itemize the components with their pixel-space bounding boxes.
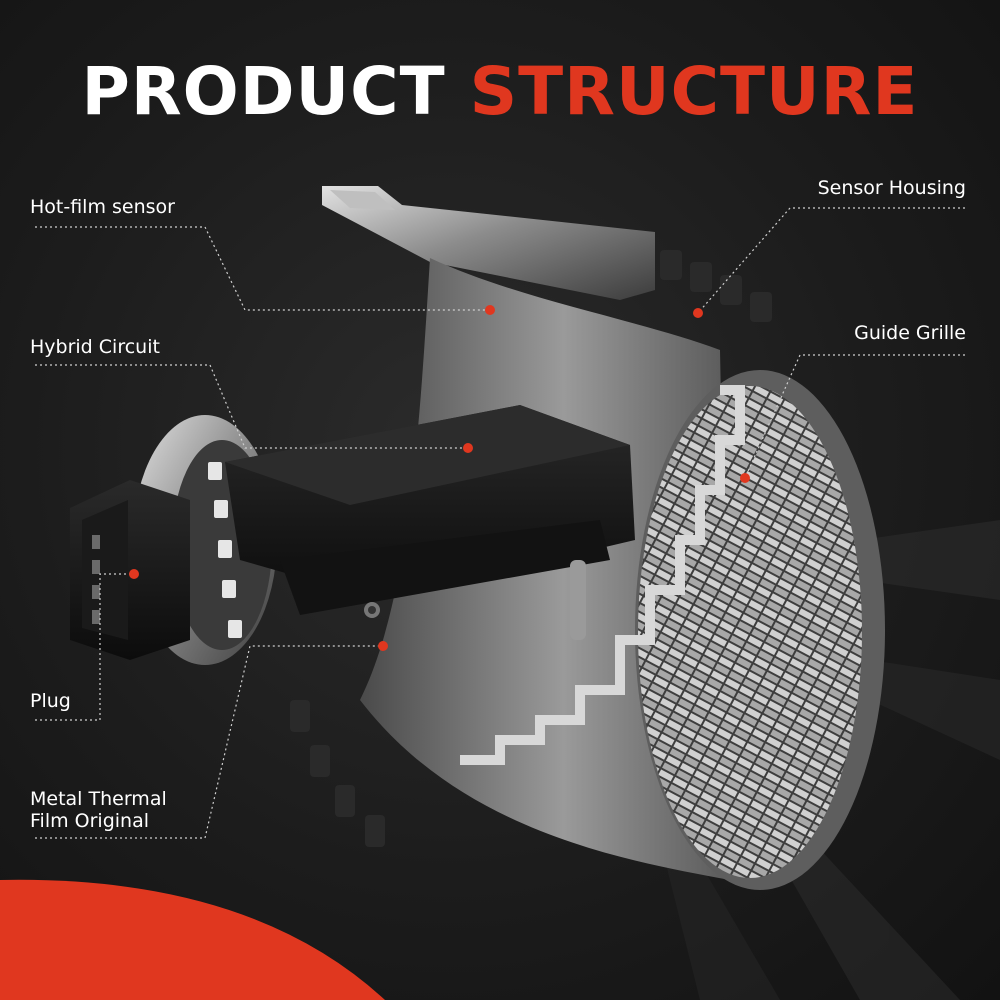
dot-guide-grille bbox=[740, 473, 750, 483]
title-word-structure: STRUCTURE bbox=[469, 53, 919, 130]
label-metal-thermal-line1: Metal Thermal bbox=[30, 788, 167, 810]
dot-metal-thermal bbox=[378, 641, 388, 651]
page-title: PRODUCT STRUCTURE bbox=[0, 52, 1000, 132]
label-plug: Plug bbox=[30, 690, 71, 712]
label-hybrid-circuit: Hybrid Circuit bbox=[30, 336, 160, 358]
dot-hybrid-circuit bbox=[463, 443, 473, 453]
dot-plug bbox=[129, 569, 139, 579]
leader-hot-film-sensor bbox=[35, 226, 490, 311]
label-metal-thermal-line2: Film Original bbox=[30, 810, 150, 832]
leader-hybrid-circuit bbox=[35, 364, 468, 449]
leader-sensor-housing bbox=[697, 207, 965, 314]
dot-hot-film-sensor bbox=[485, 305, 495, 315]
dot-sensor-housing bbox=[693, 308, 703, 318]
title-word-product: PRODUCT bbox=[81, 53, 446, 130]
label-sensor-housing: Sensor Housing bbox=[817, 177, 966, 199]
leader-lines bbox=[35, 207, 965, 839]
plug-part bbox=[70, 480, 190, 660]
marker-dots bbox=[129, 305, 750, 651]
accent-corner-shape bbox=[0, 879, 385, 1000]
leader-guide-grille bbox=[744, 354, 965, 479]
leader-metal-thermal bbox=[35, 645, 383, 839]
label-hot-film-sensor: Hot-film sensor bbox=[30, 196, 175, 218]
hybrid-circuit-part bbox=[225, 405, 635, 640]
sensor-housing-part bbox=[322, 186, 655, 300]
label-guide-grille: Guide Grille bbox=[854, 322, 966, 344]
